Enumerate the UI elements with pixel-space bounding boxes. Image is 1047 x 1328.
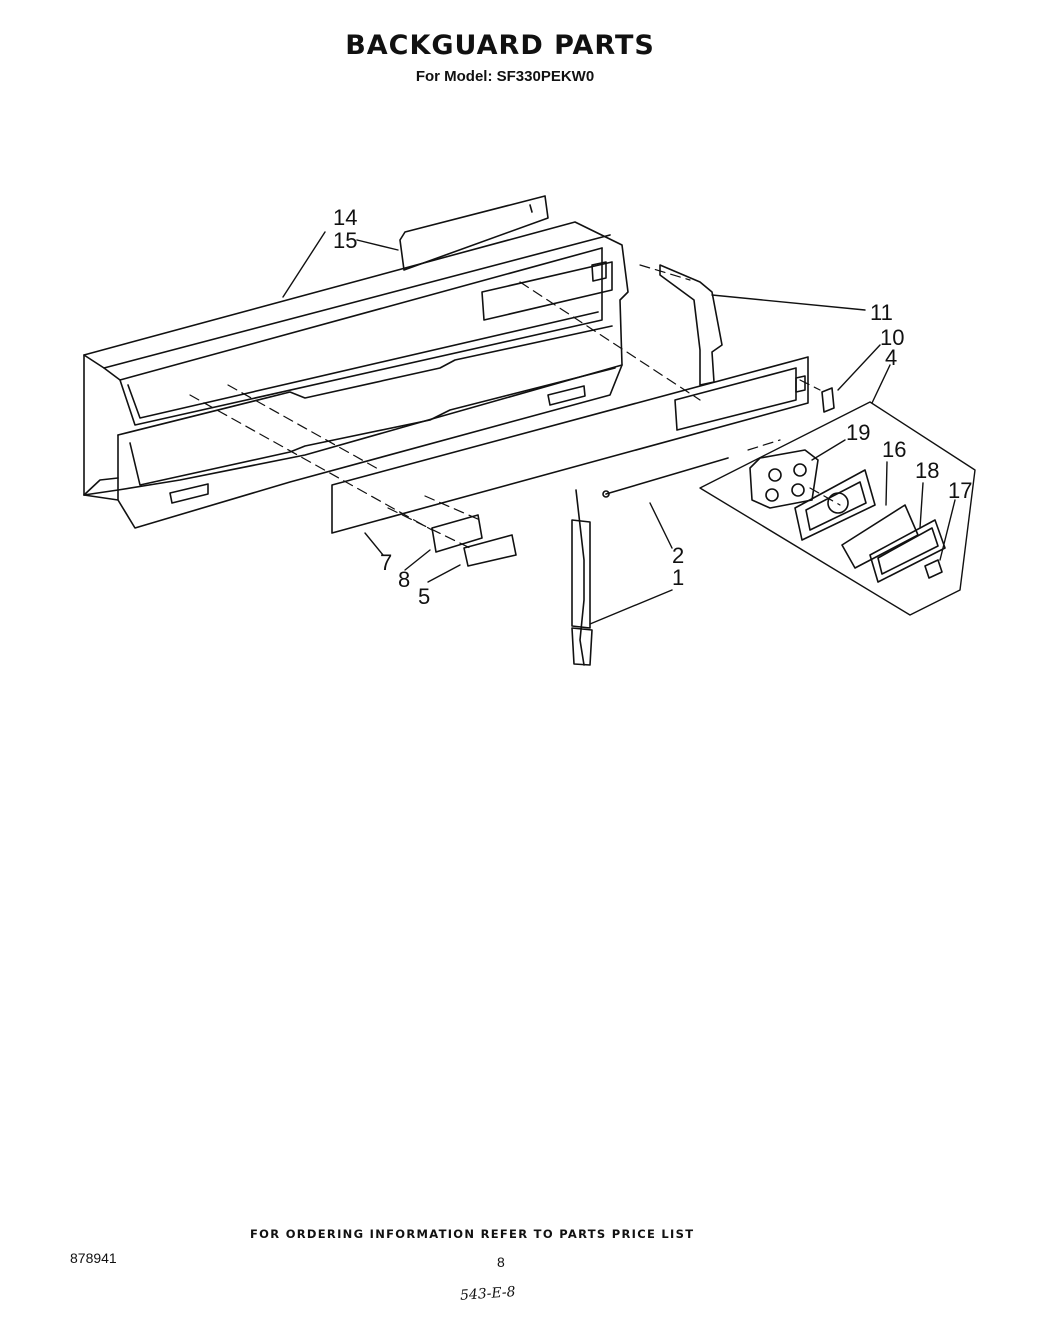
clock-module-outline: [699, 401, 976, 616]
sensor-cord: [575, 489, 585, 666]
callout-18: 18: [915, 458, 939, 483]
ordering-note: FOR ORDERING INFORMATION REFER TO PARTS …: [250, 1227, 695, 1241]
model-subtitle: For Model: SF330PEKW0: [415, 68, 595, 85]
callout-17: 17: [948, 478, 972, 503]
clock-bracket: [749, 449, 819, 509]
callout-16: 16: [882, 437, 906, 462]
document-number: 878941: [70, 1250, 117, 1266]
backguard-panel: [83, 221, 629, 529]
callout-4: 4: [885, 345, 897, 370]
clock-knob: [924, 559, 943, 579]
top-trim-strip: [399, 195, 549, 271]
page-number: 8: [497, 1254, 505, 1270]
callout-11: 11: [870, 300, 893, 325]
clock-frame: [794, 469, 876, 541]
mounting-clip-right: [547, 385, 586, 406]
control-panel-insert: [331, 356, 809, 534]
callout-10: 10: [880, 325, 904, 350]
callout-14: 14: [333, 205, 357, 230]
callout-8: 8: [398, 567, 410, 592]
callout-19: 19: [846, 420, 870, 445]
callout-1: 1: [672, 565, 684, 590]
clock-bezel: [869, 519, 946, 583]
name-plate: [463, 534, 517, 567]
callout-2: 2: [672, 543, 684, 568]
mounting-clip-left: [169, 483, 209, 504]
display-window: [481, 261, 613, 321]
callout-5: 5: [418, 584, 430, 609]
selector-switch: [821, 387, 835, 413]
callout-15: 15: [333, 228, 357, 253]
clock-lens: [841, 504, 919, 569]
page-title: BACKGUARD PARTS: [345, 30, 655, 61]
end-cap: [659, 264, 723, 386]
badge-plate: [431, 514, 483, 553]
rod-part: [605, 457, 729, 495]
panel-window: [674, 367, 797, 431]
callout-7: 7: [380, 550, 392, 575]
